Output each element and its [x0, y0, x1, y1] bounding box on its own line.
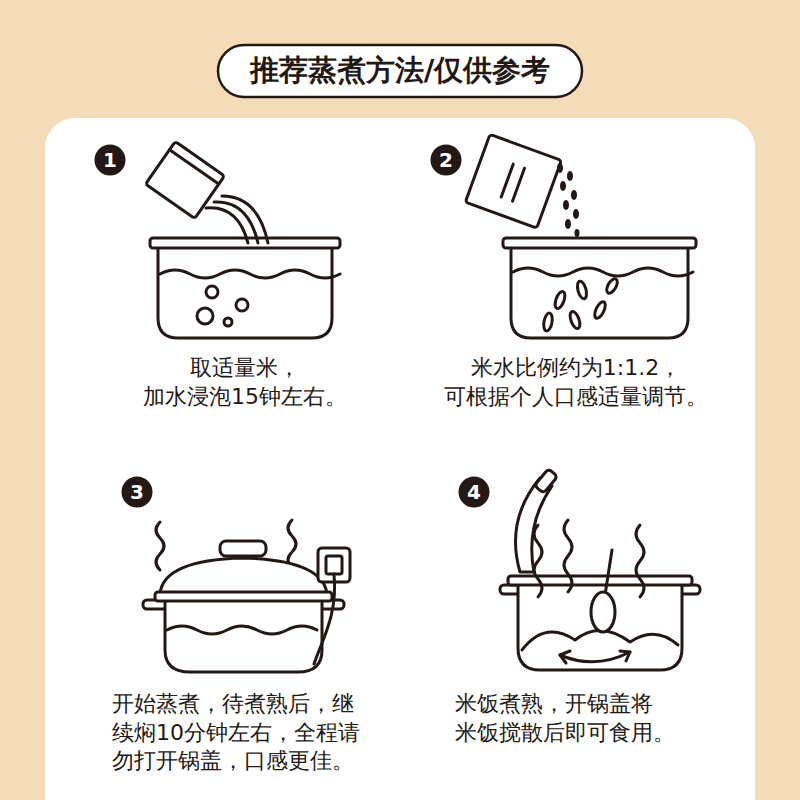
bubble: [224, 318, 232, 326]
bubble: [206, 286, 218, 298]
step-number: 3: [121, 476, 153, 508]
grain: [567, 171, 573, 181]
caption-line: 可根据个人口感适量调节。: [444, 384, 708, 409]
caption-line: 开始蒸煮，待煮熟后，继: [112, 691, 354, 716]
pot-body: [511, 248, 688, 338]
cup-body: [146, 141, 225, 218]
pot-rim: [150, 238, 340, 248]
title-text: 推荐蒸煮方法/仅供参考: [218, 45, 582, 97]
bag-mark: [513, 168, 525, 201]
spoon-handle: [605, 550, 612, 595]
bubble: [197, 308, 213, 324]
step-caption: 米饭煮熟，开锅盖将米饭搅散后即可食用。: [455, 690, 785, 747]
rice-grain: [593, 300, 608, 320]
step-number: 4: [458, 476, 490, 508]
caption-line: 米饭煮熟，开锅盖将: [455, 691, 653, 716]
cooker-body: [165, 600, 322, 672]
callout-number: 3: [121, 476, 153, 508]
grain: [557, 163, 563, 173]
rice-mound: [522, 630, 678, 650]
caption-line: 勿打开锅盖，口感更佳。: [112, 748, 354, 773]
white-panel: [45, 118, 755, 800]
cooker-lid: [160, 558, 327, 594]
step3-art: [143, 520, 350, 672]
open-lid: [516, 478, 553, 572]
rice-grain: [576, 280, 588, 299]
power-cord: [314, 574, 335, 664]
caption-line: 米水比例约为1:1.2，: [471, 355, 681, 380]
step-caption: 米水比例约为1:1.2， 可根据个人口感适量调节。: [376, 354, 776, 411]
number-circle: [459, 477, 490, 508]
lid-knob: [534, 469, 557, 494]
step-number: 1: [94, 144, 126, 176]
water-line: [167, 626, 317, 634]
grain: [573, 209, 579, 219]
grain: [563, 200, 569, 210]
arrow-head: [560, 651, 570, 663]
caption-line: 取适量米，: [190, 355, 300, 380]
bag-body: [465, 134, 561, 228]
steam: [156, 522, 164, 570]
falling-grains: [557, 163, 580, 237]
step-number: 2: [430, 144, 462, 176]
lid-knob: [220, 541, 266, 556]
arrow-head: [620, 651, 630, 661]
socket-plug: [326, 556, 342, 574]
rice-grain: [542, 312, 553, 331]
grain: [575, 229, 580, 237]
pot-body: [158, 248, 332, 338]
grain: [571, 190, 577, 200]
callout-number: 2: [430, 144, 462, 176]
stir-arrow: [560, 652, 630, 662]
rice-bag: [465, 134, 561, 228]
cup-line: [170, 150, 219, 184]
grain: [565, 219, 571, 229]
water-line: [513, 268, 693, 276]
bubble: [236, 299, 248, 311]
steam: [564, 520, 572, 592]
callout-number: 1: [94, 144, 126, 176]
lid-rim: [155, 592, 332, 601]
rice-grain: [605, 277, 620, 295]
number-circle: [95, 145, 126, 176]
title-pill: [218, 45, 582, 97]
grain: [560, 181, 566, 191]
step-caption: 开始蒸煮，待煮熟后，继续焖10分钟左右，全程请勿打开锅盖，口感更佳。: [112, 690, 442, 776]
number-circle: [122, 477, 153, 508]
water-cup: [146, 141, 225, 218]
caption-line: 续焖10分钟左右，全程请: [112, 720, 360, 745]
steam: [288, 520, 296, 568]
caption-line: 米饭搅散后即可食用。: [455, 720, 675, 745]
rice-grain: [553, 290, 567, 310]
water-line: [160, 270, 340, 278]
caption-line: 加水浸泡15钟左右。: [143, 384, 347, 409]
step4-art: [500, 469, 700, 670]
step-caption: 取适量米， 加水浸泡15钟左右。: [45, 354, 445, 411]
step1-art: [146, 141, 340, 338]
steam: [636, 525, 644, 597]
pot-rim: [503, 238, 696, 248]
spoon-bowl: [591, 592, 615, 632]
bag-mark: [501, 164, 513, 197]
callout-number: 4: [458, 476, 490, 508]
pot-body: [518, 585, 682, 670]
steam: [534, 525, 542, 597]
rice-grain: [568, 310, 582, 330]
step2-art: [465, 134, 696, 338]
number-circle: [431, 145, 462, 176]
water-stream: [222, 196, 268, 243]
